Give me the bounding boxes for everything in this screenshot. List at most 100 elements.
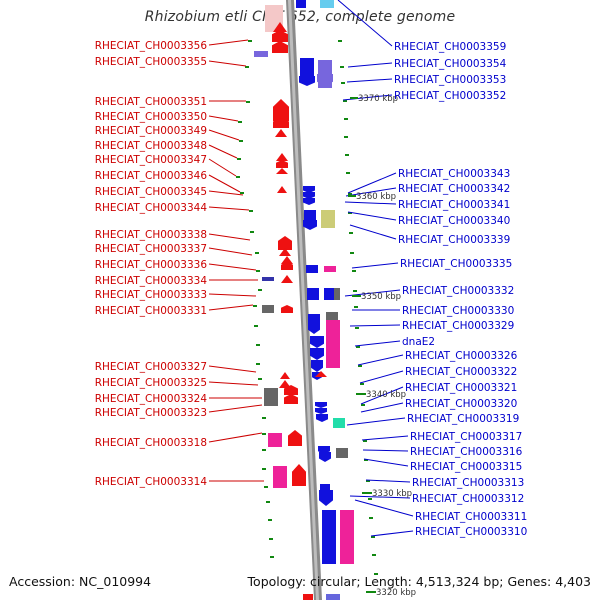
tick-mark <box>374 573 378 575</box>
forward-gene-arrow <box>281 256 293 264</box>
forward-gene-arrow <box>315 371 327 377</box>
gene-label: RHECIAT_CH0003340 <box>398 215 510 227</box>
tick-mark <box>363 440 367 442</box>
gene-label: RHECIAT_CH0003311 <box>415 511 527 523</box>
label-connector <box>349 224 397 240</box>
forward-gene-arrow <box>273 118 289 128</box>
gene-label: RHECIAT_CH0003335 <box>400 258 512 270</box>
label-connector <box>337 0 393 47</box>
genes-label: Genes: <box>507 574 552 589</box>
gene-label: RHECIAT_CH0003323 <box>95 407 207 419</box>
tick-mark <box>361 404 365 406</box>
gene-label: RHECIAT_CH0003351 <box>95 96 207 108</box>
label-connector <box>370 530 414 537</box>
label-connector <box>361 435 409 441</box>
label-connector <box>359 370 404 384</box>
gene-box <box>306 265 318 273</box>
map-title: Rhizobium etli CIAT 652, complete genome <box>144 9 456 25</box>
forward-gene-arrow <box>279 380 291 388</box>
forward-gene-arrow <box>281 305 293 313</box>
tick-mark <box>364 459 368 461</box>
gene-label: RHECIAT_CH0003331 <box>95 305 207 317</box>
gene-label: RHECIAT_CH0003346 <box>95 170 208 182</box>
forward-gene-arrow <box>277 186 287 193</box>
tick-mark <box>371 536 375 538</box>
gene-label: RHECIAT_CH0003356 <box>95 40 208 52</box>
reverse-gene-arrow <box>303 220 317 230</box>
tick-mark <box>258 378 262 380</box>
gene-box <box>307 288 319 300</box>
scale-label: 3320 kbp <box>376 588 416 598</box>
tick-mark <box>340 66 344 68</box>
tick-mark <box>236 176 240 178</box>
forward-gene-arrow <box>276 168 288 174</box>
label-connector <box>357 354 404 366</box>
forward-gene-arrow <box>284 394 298 404</box>
tick-mark <box>349 232 353 234</box>
gene-label: RHECIAT_CH0003353 <box>394 74 506 86</box>
label-connector <box>208 432 263 443</box>
tick-mark <box>256 270 260 272</box>
label-connector <box>360 402 404 413</box>
gene-box <box>321 210 335 228</box>
tick-mark <box>262 449 266 451</box>
tick-mark <box>245 66 249 68</box>
forward-gene-arrow <box>279 248 291 256</box>
label-connector <box>208 404 263 413</box>
gene-box <box>268 433 282 447</box>
gene-label: RHECIAT_CH0003321 <box>405 382 517 394</box>
tick-mark <box>262 417 266 419</box>
gene-label: RHECIAT_CH0003330 <box>402 305 514 317</box>
label-connector <box>208 293 257 297</box>
gene-label: RHECIAT_CH0003318 <box>95 437 207 449</box>
genome-backbone <box>286 0 322 600</box>
label-connector <box>360 386 404 405</box>
tick-mark <box>246 101 250 103</box>
label-connector <box>208 190 244 196</box>
gene-label: RHECIAT_CH0003327 <box>95 361 207 373</box>
forward-gene-arrow <box>272 30 288 42</box>
label-connector <box>347 172 397 194</box>
gene-box <box>333 418 345 428</box>
tick-mark <box>355 327 359 329</box>
tick-mark <box>240 192 244 194</box>
tick-mark <box>248 40 252 42</box>
gene-label: RHECIAT_CH0003354 <box>394 58 507 70</box>
accession-label: Accession: <box>9 574 76 589</box>
gene-label: RHECIAT_CH0003342 <box>398 183 510 195</box>
tick-mark <box>250 231 254 233</box>
gene-box <box>326 320 340 368</box>
gene-label: RHECIAT_CH0003352 <box>394 90 506 102</box>
forward-gene-arrow <box>280 372 290 379</box>
gene-box <box>336 448 348 458</box>
gene-label: RHECIAT_CH0003355 <box>95 56 207 68</box>
label-connector <box>344 201 397 205</box>
forward-gene-arrow <box>273 22 287 32</box>
tick-mark <box>369 517 373 519</box>
tick-mark <box>354 306 358 308</box>
top-gene <box>296 0 306 8</box>
gene-label: RHECIAT_CH0003312 <box>412 493 524 505</box>
forward-gene-arrow <box>288 430 302 446</box>
gene-label: RHECIAT_CH0003339 <box>398 234 510 246</box>
forward-gene-arrow <box>272 41 288 53</box>
label-connector <box>208 247 253 256</box>
tick-mark <box>350 252 354 254</box>
gene-label: RHECIAT_CH0003310 <box>415 526 527 538</box>
label-connector <box>208 39 249 46</box>
forward-gene-arrow <box>273 99 289 121</box>
label-connector <box>349 324 401 327</box>
label-connector <box>208 129 240 141</box>
gene-label: RHECIAT_CH0003326 <box>405 350 518 362</box>
accession-info: Accession:NC_010994 <box>9 574 151 589</box>
gene-label: RHECIAT_CH0003333 <box>95 289 207 301</box>
gene-box <box>326 312 338 320</box>
tick-mark <box>344 118 348 120</box>
tick-mark <box>344 136 348 138</box>
topology-label: Topology: <box>247 574 307 589</box>
gene-label: RHECIAT_CH0003334 <box>95 275 208 287</box>
label-connector <box>208 144 238 159</box>
reverse-gene-arrow <box>317 74 333 86</box>
gene-label: RHECIAT_CH0003345 <box>95 186 207 198</box>
